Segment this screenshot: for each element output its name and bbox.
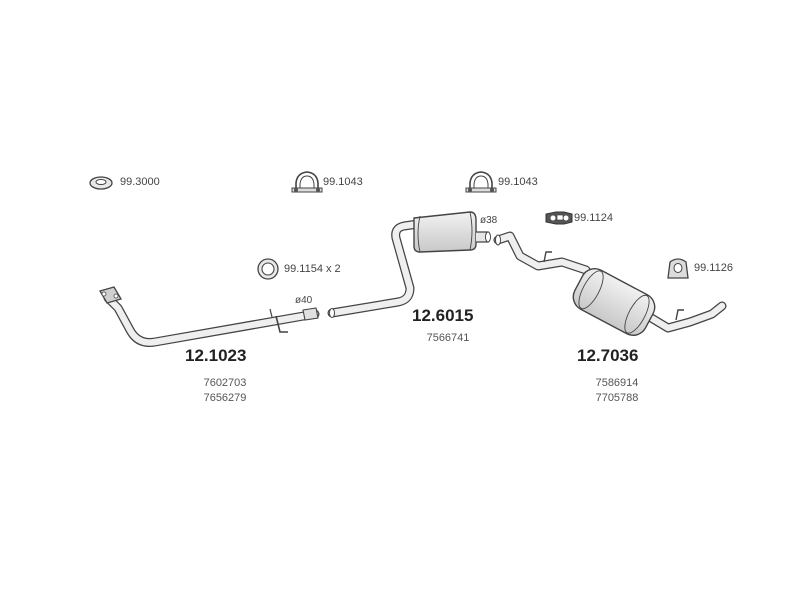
diameter-label-front: ø40 xyxy=(295,295,313,306)
gasket-ring-icon xyxy=(89,176,113,190)
accessory-code-gasket: 99.3000 xyxy=(120,176,160,188)
front-pipe xyxy=(99,286,320,347)
part-number-rear-silencer: 12.7036 xyxy=(577,346,639,365)
rubber-mount-icon xyxy=(667,258,689,279)
seal-ring-icon xyxy=(257,258,279,280)
rear-silencer xyxy=(493,231,727,336)
oe-number: 7602703 xyxy=(203,377,247,389)
pipe-flange-icon xyxy=(99,286,122,304)
accessory-code-rubber-mount: 99.1126 xyxy=(694,262,733,274)
oe-numbers-middle-silencer: 7566741 xyxy=(418,331,478,346)
oe-number: 7656279 xyxy=(203,392,247,404)
part-number-front-pipe: 12.1023 xyxy=(185,346,247,365)
oe-number: 7705788 xyxy=(595,392,639,404)
accessory-code-hanger: 99.1124 xyxy=(574,212,613,224)
accessory-code-seal-ring: 99.1154 x 2 xyxy=(284,263,341,275)
part-number-middle-silencer: 12.6015 xyxy=(412,306,474,325)
pipe-clamp-icon xyxy=(465,171,497,193)
rubber-hanger-icon xyxy=(545,211,573,225)
oe-number: 7586914 xyxy=(595,377,639,389)
pipe-clamp-icon xyxy=(291,171,323,193)
accessory-code-clamp-2: 99.1043 xyxy=(498,176,538,188)
middle-silencer xyxy=(327,211,491,318)
oe-numbers-rear-silencer: 7586914 7705788 xyxy=(587,376,647,406)
accessory-code-clamp-1: 99.1043 xyxy=(323,176,363,188)
oe-numbers-front-pipe: 7602703 7656279 xyxy=(195,376,255,406)
diameter-label-middle: ø38 xyxy=(480,215,498,226)
oe-number: 7566741 xyxy=(426,332,470,344)
